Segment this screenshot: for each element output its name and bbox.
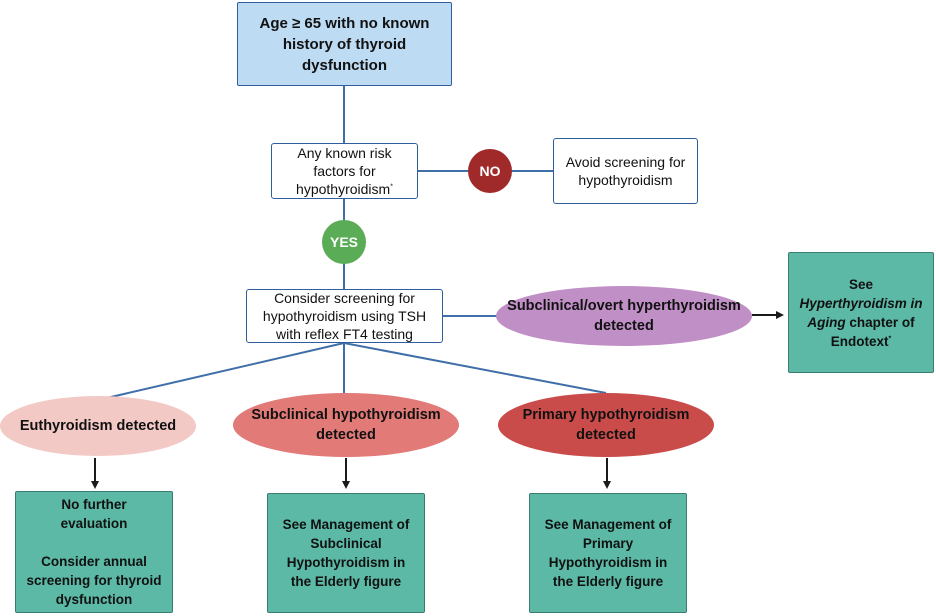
subclinical-line: detected xyxy=(316,427,376,443)
footnote-marker: * xyxy=(390,183,393,191)
euthyroid-result-line: evaluation xyxy=(60,516,128,531)
screening-line: hypothyroidism using TSH xyxy=(262,308,427,324)
yes-badge-label: YES xyxy=(329,234,358,250)
start-line: history of thyroid xyxy=(282,35,407,53)
subclinical-hypothyroidism-node: Subclinical hypothyroidism detected xyxy=(233,393,459,457)
primary-result-line: Hypothyroidism in xyxy=(548,555,668,570)
primary-line: Primary hypothyroidism xyxy=(522,407,690,423)
subclinical-result-line: Subclinical xyxy=(310,536,382,551)
connector-screening-to-primary xyxy=(343,342,607,394)
risk-factor-question: Any known risk factors for hypothyroidis… xyxy=(271,143,418,199)
risk-line: hypothyroidism* xyxy=(296,180,393,198)
primary-line: detected xyxy=(576,427,636,443)
see-hyperthyroidism-chapter: See Hyperthyroidism in Aging chapter of … xyxy=(788,252,934,373)
avoid-line: hypothyroidism xyxy=(578,172,673,188)
screening-line: with reflex FT4 testing xyxy=(276,326,413,342)
avoid-screening-node: Avoid screening for hypothyroidism xyxy=(553,138,698,204)
subclinical-result-box: See Management of Subclinical Hypothyroi… xyxy=(267,493,425,613)
start-node: Age ≥ 65 with no known history of thyroi… xyxy=(237,2,452,86)
primary-result-line: Primary xyxy=(582,536,634,551)
connector-screening-to-euthyroid xyxy=(97,342,345,401)
primary-result-line: See Management of xyxy=(544,517,672,532)
risk-line-text: hypothyroidism xyxy=(296,181,391,197)
euthyroidism-detected-node: Euthyroidism detected xyxy=(0,396,196,456)
avoid-line: Avoid screening for xyxy=(565,154,686,170)
no-badge: NO xyxy=(468,149,512,193)
euthyroid-result-box: No further evaluation Consider annual sc… xyxy=(15,491,173,613)
euthyroid-result-line: dysfunction xyxy=(55,592,133,607)
see-line-text: chapter of xyxy=(849,314,915,330)
euthyroid-label: Euthyroidism detected xyxy=(19,418,177,434)
primary-result-line: the Elderly figure xyxy=(552,574,664,589)
footnote-marker: * xyxy=(888,335,892,342)
subclinical-result-line: See Management of xyxy=(282,517,410,532)
hyper-line: detected xyxy=(594,318,654,334)
see-line: Endotext* xyxy=(831,332,892,351)
yes-badge: YES xyxy=(322,220,366,264)
see-line: Aging chapter of xyxy=(807,313,914,332)
risk-line: factors for xyxy=(313,163,376,179)
euthyroid-result-line: No further xyxy=(61,497,127,512)
screening-node: Consider screening for hypothyroidism us… xyxy=(246,289,443,343)
see-line-italic: Aging xyxy=(807,314,846,330)
primary-result-box: See Management of Primary Hypothyroidism… xyxy=(529,493,687,613)
start-line: Age ≥ 65 with no known xyxy=(259,14,430,32)
primary-hypothyroidism-node: Primary hypothyroidism detected xyxy=(498,393,714,457)
subclinical-result-line: the Elderly figure xyxy=(290,574,402,589)
risk-line: Any known risk xyxy=(297,145,392,161)
euthyroid-result-line: screening for thyroid xyxy=(26,573,162,588)
see-line-text: Endotext xyxy=(830,333,889,349)
start-line: dysfunction xyxy=(302,56,387,74)
hyperthyroidism-detected-node: Subclinical/overt hyperthyroidism detect… xyxy=(496,286,752,346)
no-badge-label: NO xyxy=(479,163,501,179)
see-line: See xyxy=(848,276,874,292)
subclinical-line: Subclinical hypothyroidism xyxy=(251,407,441,423)
see-line: Hyperthyroidism in xyxy=(799,295,923,311)
subclinical-result-line: Hypothyroidism in xyxy=(286,555,406,570)
hyper-line: Subclinical/overt hyperthyroidism xyxy=(507,298,741,314)
euthyroid-result-line: Consider annual xyxy=(41,554,147,569)
screening-line: Consider screening for xyxy=(274,290,415,306)
